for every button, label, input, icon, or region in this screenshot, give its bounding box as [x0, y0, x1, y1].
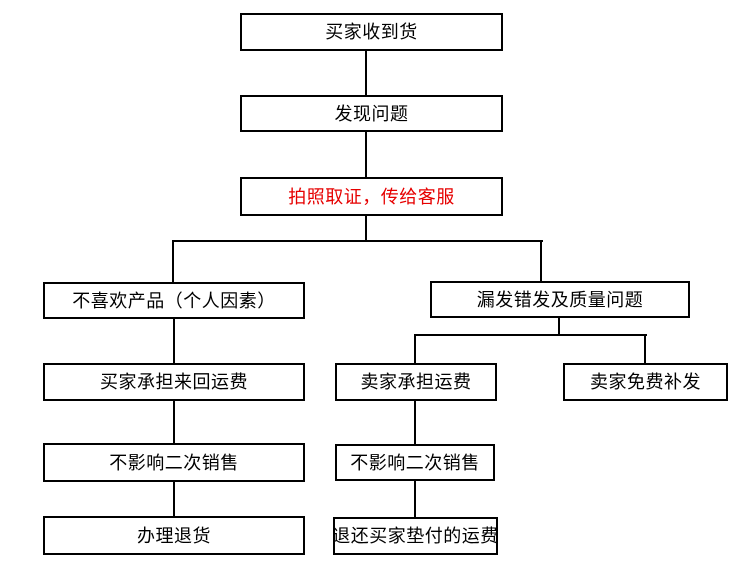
flow-node-reship: 卖家免费补发 — [563, 363, 728, 401]
connector-line — [365, 215, 367, 242]
connector-line — [644, 334, 646, 364]
connector-line — [172, 240, 543, 242]
flow-node-dislike: 不喜欢产品（个人因素） — [43, 282, 305, 319]
flow-node-refund: 退还买家垫付的运费 — [332, 517, 498, 555]
connector-line — [365, 51, 367, 96]
connector-line — [414, 334, 416, 364]
connector-line — [172, 240, 174, 283]
connector-line — [540, 240, 542, 282]
connector-line — [173, 400, 175, 444]
flow-node-sellerfee: 卖家承担运费 — [335, 363, 497, 401]
connector-line — [558, 317, 560, 336]
flow-node-receive: 买家收到货 — [240, 13, 503, 51]
flow-node-resale1: 不影响二次销售 — [43, 443, 305, 482]
flow-node-wrongship: 漏发错发及质量问题 — [430, 281, 690, 318]
flow-node-return: 办理退货 — [43, 516, 305, 555]
flow-node-problem: 发现问题 — [240, 95, 503, 132]
flow-node-resale2: 不影响二次销售 — [335, 444, 495, 481]
connector-line — [173, 318, 175, 364]
flow-node-buyerfee: 买家承担来回运费 — [43, 363, 305, 401]
connector-line — [414, 334, 647, 336]
connector-line — [173, 481, 175, 517]
flow-node-photo: 拍照取证，传给客服 — [240, 177, 503, 216]
connector-line — [414, 400, 416, 445]
connector-line — [365, 131, 367, 178]
connector-line — [414, 480, 416, 518]
